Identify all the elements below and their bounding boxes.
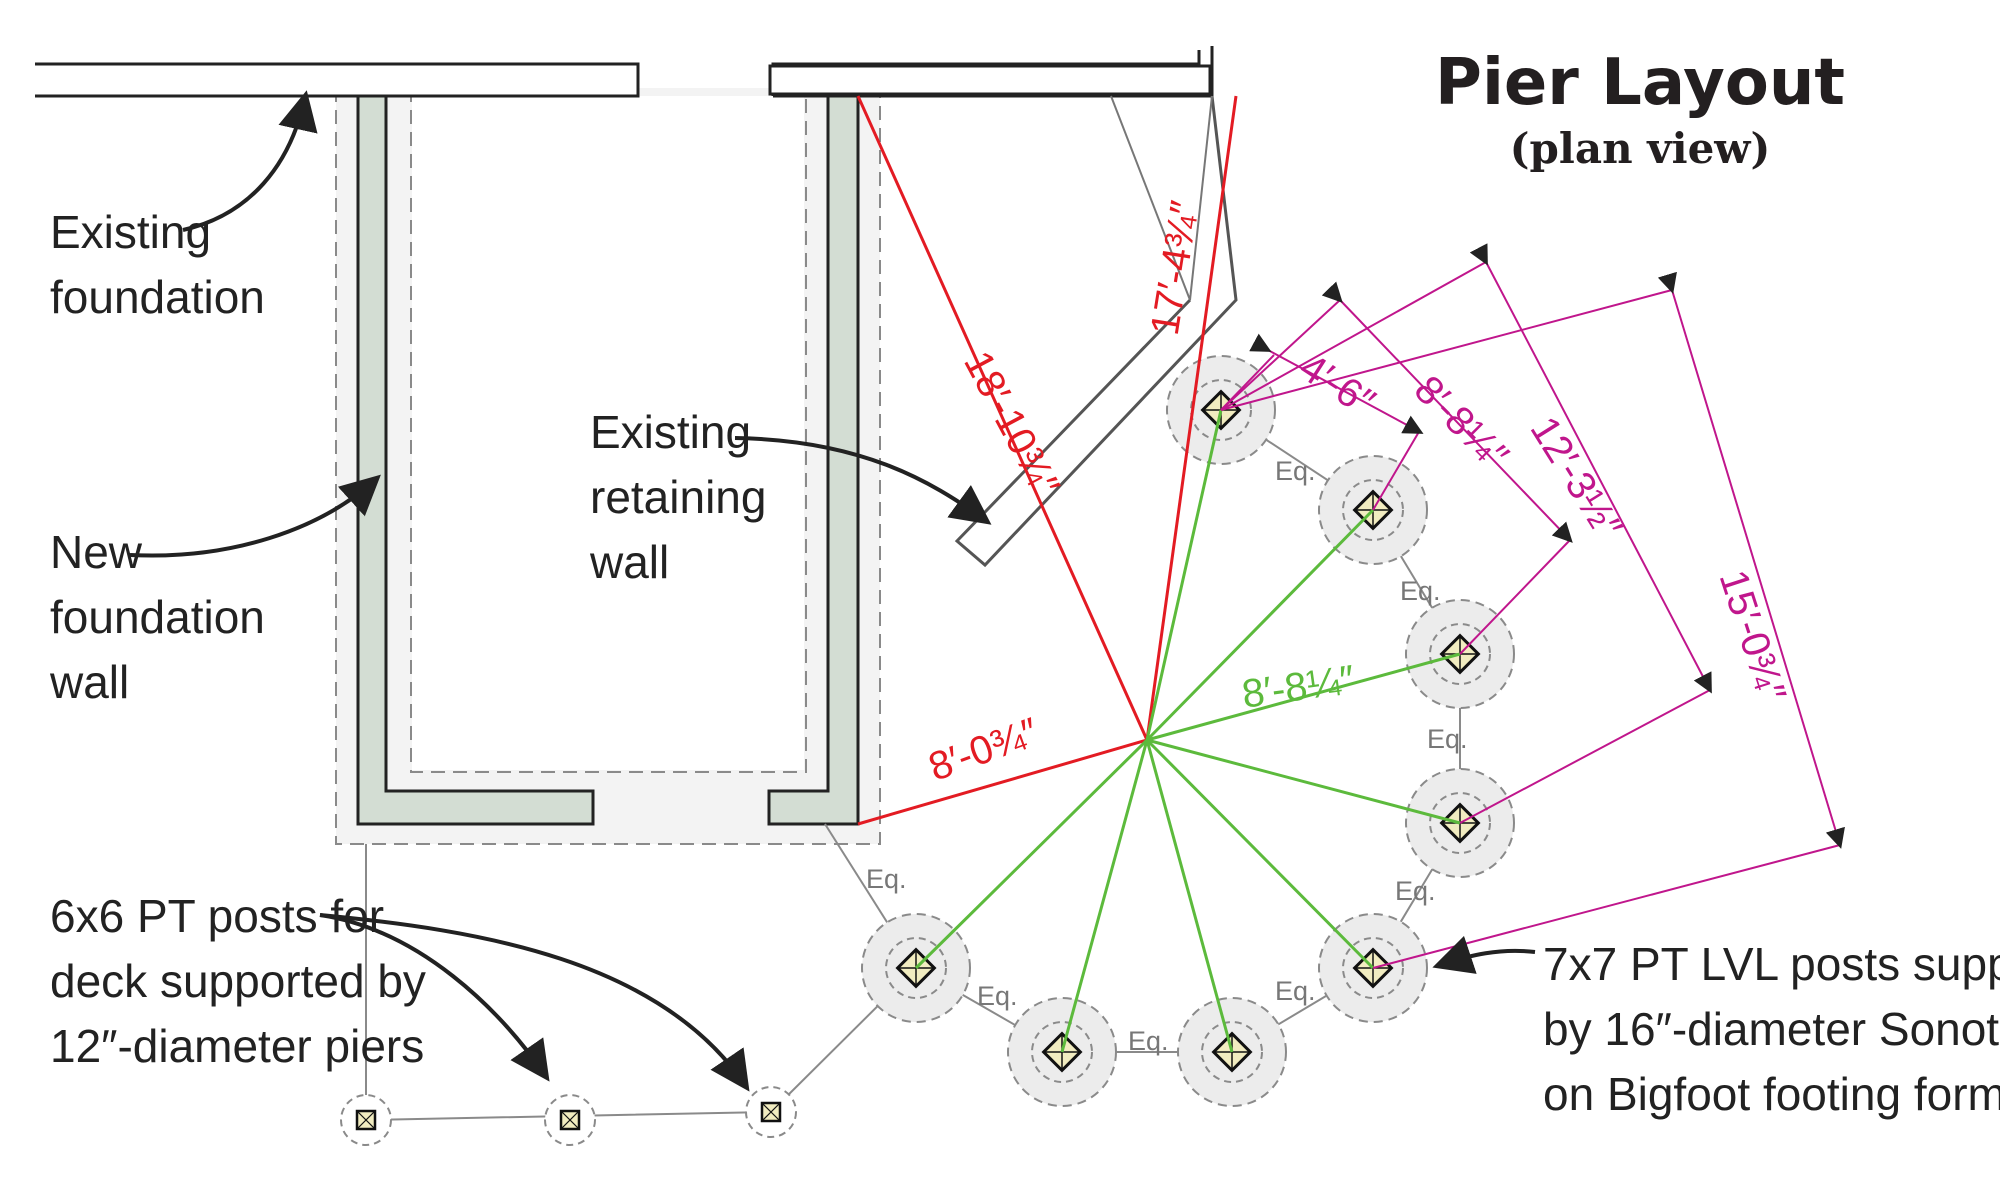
existing-foundation (35, 46, 1214, 98)
label-7x7-line-2: by 16″-diameter Sonotubes (1543, 1003, 2000, 1055)
radial-green (1145, 739, 1234, 1053)
pier-12in (745, 1086, 797, 1138)
label-6x6-line-3: 12″-diameter piers (50, 1020, 424, 1072)
eq-label: Eq. (1400, 576, 1441, 606)
pier-12in (544, 1094, 596, 1146)
dim-red-1: 18′-10¾″ (955, 344, 1068, 504)
radial-green (914, 738, 1149, 970)
arrow-icon (734, 436, 992, 525)
diagram-subtitle: (plan view) (1510, 124, 1771, 173)
label-existing-foundation-line-2: foundation (50, 271, 265, 323)
label-retaining-line-1: Existing (590, 406, 751, 458)
label-existing-foundation: Existing foundation (50, 206, 265, 323)
label-new-wall-line-3: wall (49, 656, 129, 708)
radial-red (1145, 95, 1238, 741)
radial-red (857, 738, 1148, 826)
eq-label: Eq. (1275, 456, 1316, 486)
arrow-icon (319, 913, 550, 1082)
diagram-title: Pier Layout (1435, 46, 1845, 120)
label-7x7-line-3: on Bigfoot footing forms (1543, 1068, 2000, 1120)
post-icon (760, 1101, 782, 1123)
pier-connector (365, 409, 1461, 1121)
post-icon (355, 1109, 377, 1131)
arrow-icon (129, 474, 381, 558)
label-new-foundation-wall: New foundation wall (49, 526, 265, 708)
label-retaining-line-3: wall (589, 536, 669, 588)
radial-green (1145, 738, 1375, 970)
label-new-wall-line-2: foundation (50, 591, 265, 643)
label-existing-retaining-wall: Existing retaining wall (589, 406, 766, 588)
existing-retaining-wall (954, 95, 1238, 568)
dim-magenta-4: 15′-0¾″ (1711, 565, 1795, 707)
eq-label: Eq. (1395, 876, 1436, 906)
eq-label: Eq. (977, 981, 1018, 1011)
label-retaining-line-2: retaining (590, 471, 766, 523)
radial-green (1145, 409, 1223, 741)
label-new-wall-line-1: New (50, 526, 143, 578)
label-7x7-line-1: 7x7 PT LVL posts supported (1543, 938, 2000, 990)
magenta-dim-line (1657, 271, 1845, 849)
dim-magenta-1: 4′-6″ (1292, 345, 1383, 425)
magenta-dimensions (1220, 243, 1845, 969)
label-7x7-posts: 7x7 PT LVL posts supported by 16″-diamet… (1543, 938, 2000, 1120)
radial-green (1146, 738, 1461, 825)
dim-red-3: 8′-0¾″ (923, 710, 1044, 790)
magenta-leader (1459, 539, 1571, 655)
eq-labels: Eq. Eq. Eq. Eq. Eq. Eq. Eq. Eq. (866, 456, 1468, 1056)
dim-red-2: 17′-4¾″ (1143, 198, 1208, 338)
leader-arrows (129, 90, 1536, 1092)
radial-lines (856, 95, 1461, 1053)
radial-green (1146, 652, 1461, 742)
post-icon (559, 1109, 581, 1131)
dim-green-1: 8′-8¼″ (1239, 657, 1357, 716)
magenta-leader (1459, 689, 1711, 824)
eq-label: Eq. (1427, 724, 1468, 754)
pier-12in (340, 1094, 392, 1146)
arrow-icon (319, 913, 750, 1092)
eq-label: Eq. (1275, 976, 1316, 1006)
radial-red (856, 95, 1149, 741)
arrow-icon (182, 90, 318, 232)
eq-label: Eq. (866, 864, 907, 894)
dim-magenta-3: 12′-3½″ (1522, 409, 1631, 547)
radial-green (1060, 739, 1149, 1053)
label-6x6-line-2: deck supported by (50, 955, 426, 1007)
radial-green (1145, 508, 1375, 742)
eq-label: Eq. (1128, 1026, 1169, 1056)
label-existing-foundation-line-1: Existing (50, 206, 211, 258)
arrow-icon (1432, 935, 1536, 974)
dim-magenta-2: 8′-8¼″ (1406, 367, 1517, 478)
label-6x6-posts: 6x6 PT posts for deck supported by 12″-d… (50, 890, 426, 1072)
new-footing (335, 88, 881, 845)
